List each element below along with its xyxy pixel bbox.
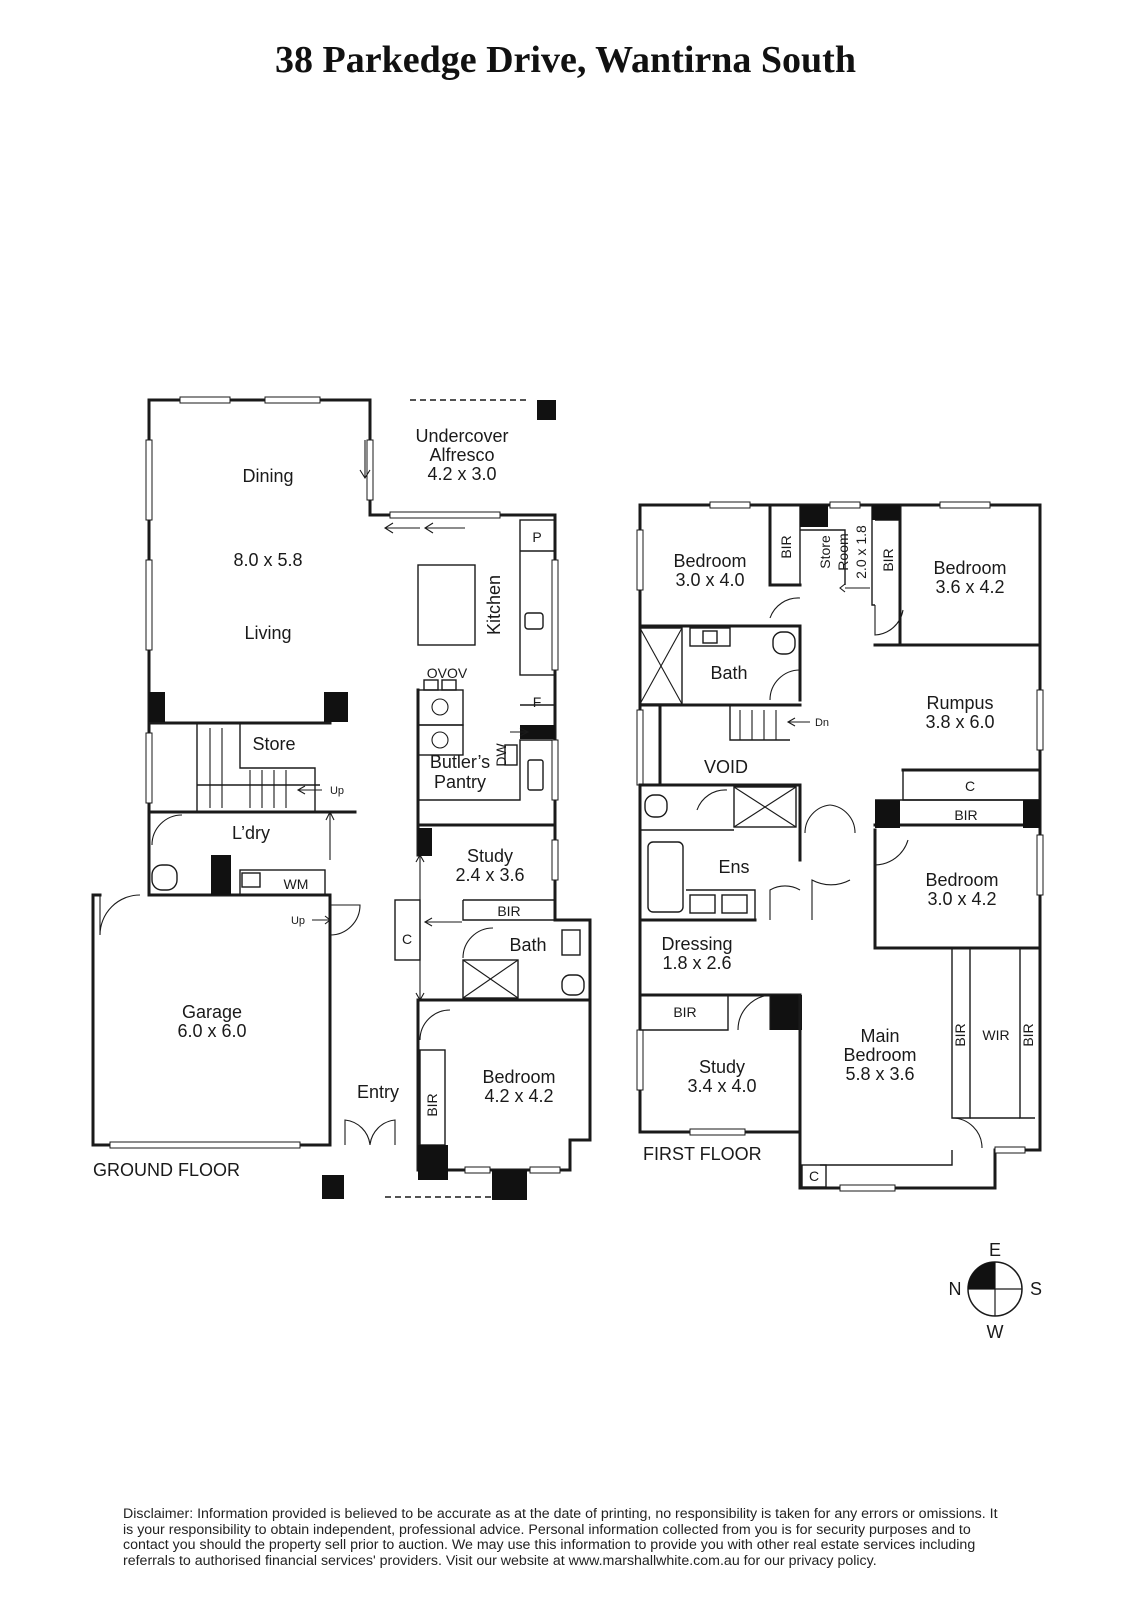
- ground-floor: Undercover Alfresco 4.2 x 3.0 Dining 8.0…: [91, 396, 592, 1200]
- bir-label-study: BIR: [497, 903, 520, 919]
- bedroom-a-dimensions: 3.0 x 4.0: [675, 570, 744, 590]
- void-label: VOID: [704, 757, 748, 777]
- bedroom-b-dimensions: 3.6 x 4.2: [935, 577, 1004, 597]
- alfresco-dimensions: 4.2 x 3.0: [427, 464, 496, 484]
- dining-living-dimensions: 8.0 x 5.8: [233, 550, 302, 570]
- washing-machine-label: WM: [284, 876, 309, 892]
- cupboard-label: C: [402, 931, 412, 947]
- first-floor-label: FIRST FLOOR: [643, 1144, 762, 1164]
- study-dimensions: 2.4 x 3.6: [455, 865, 524, 885]
- ovens-label: OVOV: [427, 665, 468, 681]
- dressing-label: Dressing: [661, 934, 732, 954]
- cupboard-label-main: C: [809, 1168, 819, 1184]
- laundry-label: L’dry: [232, 823, 270, 843]
- bath-label-first: Bath: [710, 663, 747, 683]
- room-label: Room: [835, 533, 851, 570]
- rumpus-dimensions: 3.8 x 6.0: [925, 712, 994, 732]
- study-label-first: Study: [699, 1057, 745, 1077]
- compass-east: E: [989, 1240, 1001, 1260]
- bedroom-c-label: Bedroom: [925, 870, 998, 890]
- bir-a-label: BIR: [778, 535, 794, 558]
- bath-label: Bath: [509, 935, 546, 955]
- alfresco-label: Alfresco: [429, 445, 494, 465]
- wir-label: WIR: [982, 1027, 1009, 1043]
- pantry-label: Pantry: [434, 772, 486, 792]
- up-label-garage: Up: [291, 915, 305, 927]
- kitchen-label: Kitchen: [484, 575, 504, 635]
- fridge-label: F: [533, 694, 542, 710]
- living-label: Living: [244, 623, 291, 643]
- undercover-label: Undercover: [415, 426, 508, 446]
- rumpus-label: Rumpus: [926, 693, 993, 713]
- bir-c-label: BIR: [954, 807, 977, 823]
- bedroom-label: Bedroom: [482, 1067, 555, 1087]
- store-room-dimensions: 2.0 x 1.8: [853, 525, 869, 579]
- main-bedroom-label: Bedroom: [843, 1045, 916, 1065]
- compass-north: N: [949, 1279, 962, 1299]
- dressing-dimensions: 1.8 x 2.6: [662, 953, 731, 973]
- bedroom-a-label: Bedroom: [673, 551, 746, 571]
- entry-label: Entry: [357, 1082, 399, 1102]
- store-label: Store: [252, 734, 295, 754]
- bir-b-label: BIR: [880, 548, 896, 571]
- ground-floor-label: GROUND FLOOR: [93, 1160, 240, 1180]
- study-label: Study: [467, 846, 513, 866]
- page-title: 38 Parkedge Drive, Wantirna South: [275, 39, 856, 81]
- butlers-label: Butler’s: [430, 752, 490, 772]
- compass-west: W: [987, 1322, 1004, 1342]
- main-label: Main: [860, 1026, 899, 1046]
- down-label: Dn: [815, 717, 829, 729]
- pantry-short-label: P: [532, 529, 541, 545]
- dining-label: Dining: [242, 466, 293, 486]
- dishwasher-label: DW: [493, 743, 509, 767]
- bedroom-c-dimensions: 3.0 x 4.2: [927, 889, 996, 909]
- bedroom-b-label: Bedroom: [933, 558, 1006, 578]
- bir-e-label: BIR: [952, 1023, 968, 1046]
- compass-icon: E N S W: [949, 1240, 1043, 1342]
- study-dimensions-first: 3.4 x 4.0: [687, 1076, 756, 1096]
- bir-f-label: BIR: [1020, 1023, 1036, 1046]
- cupboard-label-rumpus: C: [965, 778, 975, 794]
- ensuite-label: Ens: [718, 857, 749, 877]
- store-label: Store: [817, 535, 833, 569]
- first-floor: Bedroom 3.0 x 4.0 BIR Store Room 2.0 x 1…: [636, 501, 1044, 1192]
- garage-label: Garage: [182, 1002, 242, 1022]
- bir-label-bedroom: BIR: [424, 1093, 440, 1116]
- compass-south: S: [1030, 1279, 1042, 1299]
- main-bedroom-dimensions: 5.8 x 3.6: [845, 1064, 914, 1084]
- up-label-stairs: Up: [330, 785, 344, 797]
- bir-d-label: BIR: [673, 1004, 696, 1020]
- garage-dimensions: 6.0 x 6.0: [177, 1021, 246, 1041]
- disclaimer-text: Disclaimer: Information provided is beli…: [123, 1506, 998, 1569]
- bedroom-dimensions: 4.2 x 4.2: [484, 1086, 553, 1106]
